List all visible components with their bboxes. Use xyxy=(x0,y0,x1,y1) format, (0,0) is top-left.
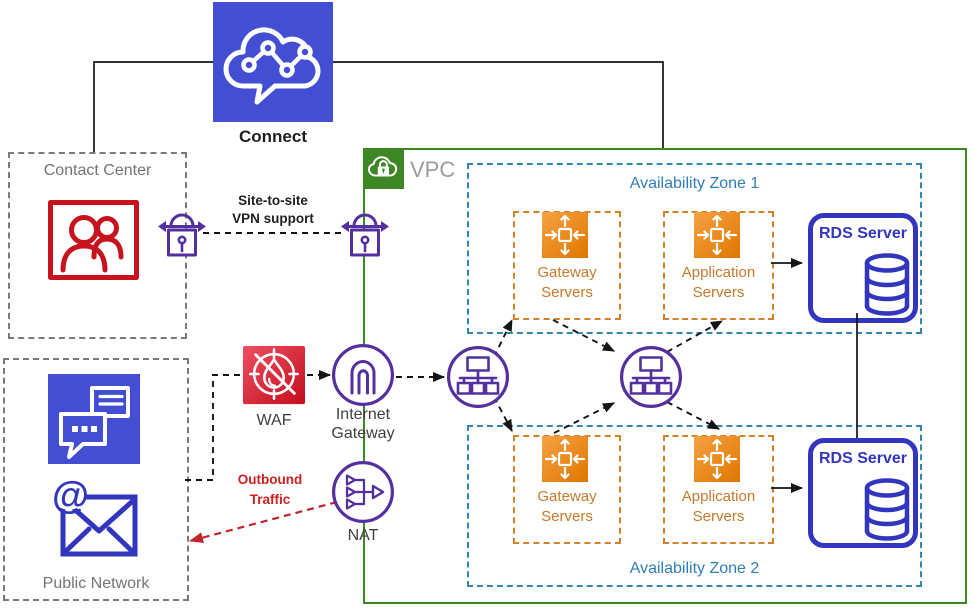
chat-messages-icon xyxy=(48,374,140,464)
public-network-label: Public Network xyxy=(42,575,150,593)
at-symbol-glyph: @ xyxy=(52,480,89,517)
vpc-icon xyxy=(363,148,404,189)
line-connect-to-contact-center xyxy=(93,61,213,152)
arrow-gateway-az1-to-lb2 xyxy=(552,319,615,352)
rds-server-az2-label: RDS Server xyxy=(818,450,908,467)
rds-server-az1-box: RDS Server xyxy=(808,213,918,323)
nat-label: NAT xyxy=(347,527,379,544)
database-cylinder-az1-icon xyxy=(864,253,910,316)
application-servers-az2-icon xyxy=(694,436,740,482)
gateway-servers-az2-label: Gateway Servers xyxy=(537,488,597,526)
availability-zone-1-label: Availability Zone 1 xyxy=(629,175,760,192)
arrow-lb1-to-gateway-az1 xyxy=(493,319,513,358)
waf-label: WAF xyxy=(256,412,292,429)
vpn-link-label: Site-to-site VPN support xyxy=(232,193,314,226)
gateway-servers-az2-icon xyxy=(542,436,588,482)
database-cylinder-az2-icon xyxy=(864,478,910,541)
gateway-servers-az2-box: Gateway Servers xyxy=(513,435,621,544)
gateway-servers-az1-box: Gateway Servers xyxy=(513,211,621,320)
internet-gateway-icon xyxy=(332,344,394,406)
vpn-gateway-left-icon xyxy=(158,213,206,257)
load-balancer-2-icon xyxy=(620,346,682,408)
rds-server-az2-box: RDS Server xyxy=(808,438,918,548)
vpc-label: VPC xyxy=(410,157,456,182)
line-connect-to-vpc xyxy=(333,61,664,148)
application-servers-az1-icon xyxy=(694,212,740,258)
application-servers-az2-box: Application Servers xyxy=(663,435,774,544)
contact-center-label: Contact Center xyxy=(43,162,152,179)
arrow-lb2-to-application-az2 xyxy=(666,401,720,430)
availability-zone-1-box: Availability Zone 1 xyxy=(467,163,922,334)
internet-gateway-label: Internet Gateway xyxy=(331,406,395,442)
rds-server-az1-label: RDS Server xyxy=(818,225,908,242)
contact-center-agents-icon xyxy=(48,200,139,280)
application-servers-az1-label: Application Servers xyxy=(681,264,756,302)
application-servers-az2-label: Application Servers xyxy=(681,488,756,526)
gateway-servers-az1-label: Gateway Servers xyxy=(537,264,597,302)
gateway-servers-az1-icon xyxy=(542,212,588,258)
arrow-nat-outbound-to-public-network xyxy=(189,500,338,543)
outbound-traffic-label: Outbound Traffic xyxy=(237,472,303,507)
waf-icon xyxy=(243,345,305,405)
load-balancer-1-icon xyxy=(447,346,509,408)
availability-zone-2-label: Availability Zone 2 xyxy=(629,560,760,578)
connect-icon xyxy=(213,2,333,122)
arrow-gateway-az2-to-lb2 xyxy=(553,402,615,434)
line-public-network-to-waf xyxy=(185,374,240,481)
nat-gateway-icon xyxy=(332,461,394,523)
email-icon: @ xyxy=(52,480,138,557)
connect-label: Connect xyxy=(239,127,307,146)
vpn-gateway-right-icon xyxy=(341,213,389,257)
availability-zone-2-box: Availability Zone 2 xyxy=(467,425,922,587)
